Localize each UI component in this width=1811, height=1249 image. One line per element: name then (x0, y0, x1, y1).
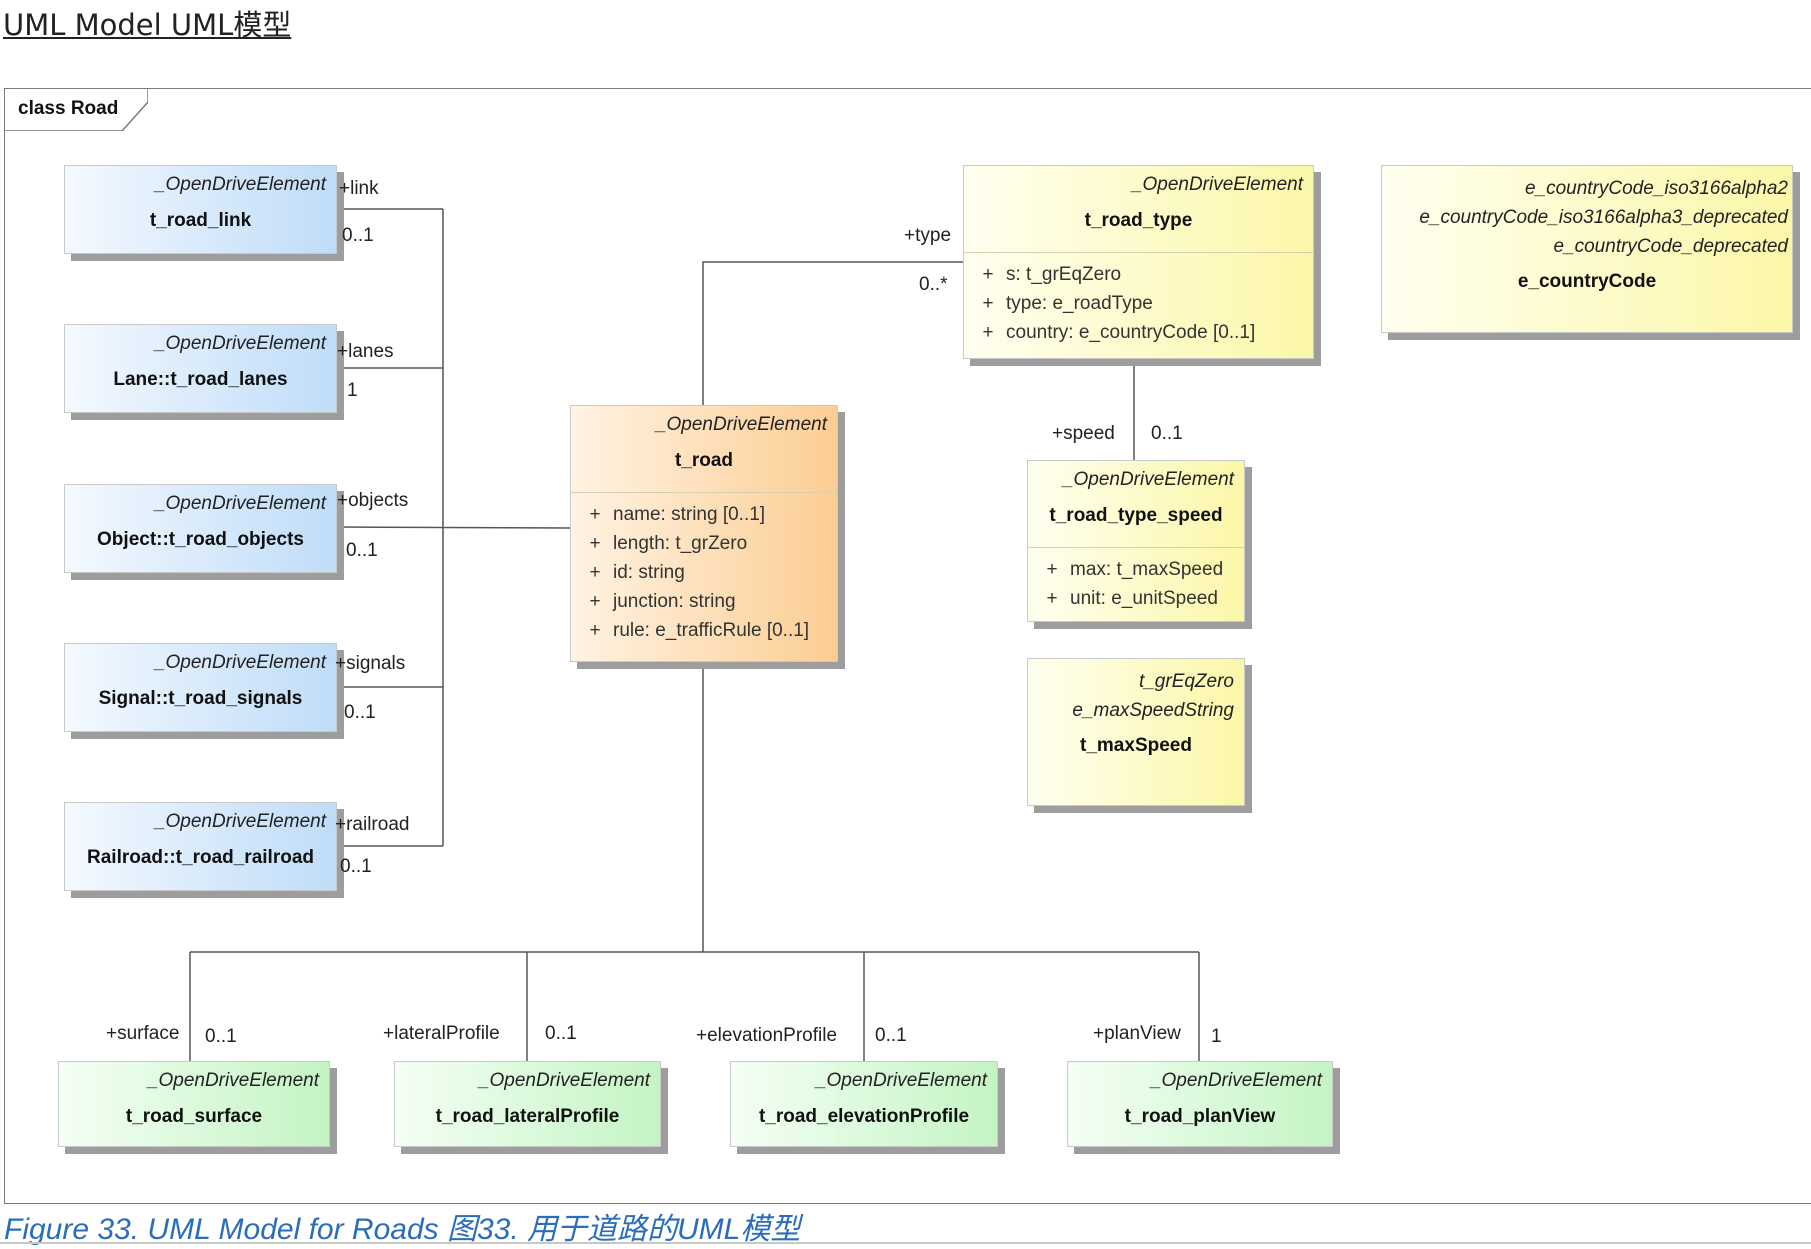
mult-elevation-profile: 0..1 (875, 1025, 907, 1046)
class-name: t_maxSpeed (1080, 735, 1192, 756)
type-line (702, 261, 963, 405)
stereotype-label: _OpenDriveElement (478, 1070, 650, 1091)
objects-line (336, 526, 571, 529)
page-title: UML Model UML模型 (3, 8, 292, 42)
class-road-elevation-profile[interactable]: _OpenDriveElement t_road_elevationProfil… (730, 1061, 998, 1147)
stereotype-label: e_countryCode_iso3166alpha3_deprecated (1419, 207, 1788, 228)
class-road-railroad[interactable]: _OpenDriveElement Railroad::t_road_railr… (64, 802, 337, 891)
role-link: +link (339, 178, 379, 199)
role-speed: +speed (1052, 423, 1115, 444)
class-road-type[interactable]: _OpenDriveElement t_road_type +s: t_grEq… (963, 165, 1314, 359)
class-name: t_road_elevationProfile (758, 1106, 970, 1127)
role-railroad: +railroad (335, 814, 410, 835)
role-objects: +objects (337, 490, 409, 511)
class-name: t_road_planView (1124, 1106, 1276, 1127)
mult-railroad: 0..1 (340, 856, 372, 877)
class-country-code[interactable]: e_countryCode_iso3166alpha2 e_countryCod… (1381, 165, 1793, 333)
bottom-divider (0, 1242, 1811, 1244)
class-name: t_road_type_speed (1049, 505, 1223, 526)
diagram-frame (4, 88, 1811, 1204)
stereotype-label: _OpenDriveElement (154, 174, 326, 195)
class-road-lanes[interactable]: _OpenDriveElement Lane::t_road_lanes (64, 324, 337, 413)
stereotype-list: e_countryCode_iso3166alpha2 e_countryCod… (1382, 166, 1792, 261)
class-name: Lane::t_road_lanes (113, 369, 288, 390)
class-name: e_countryCode (1517, 271, 1657, 292)
stereotype-label: _OpenDriveElement (1062, 469, 1234, 490)
attribute-row: +country: e_countryCode [0..1] (982, 322, 1256, 343)
mult-lanes: 1 (347, 380, 358, 401)
attribute-row: +junction: string (589, 591, 736, 612)
frame-label: class Road (18, 98, 119, 119)
class-road-type-speed[interactable]: _OpenDriveElement t_road_type_speed +max… (1027, 460, 1245, 622)
class-name: t_road_lateralProfile (435, 1106, 620, 1127)
mult-surface: 0..1 (205, 1026, 237, 1047)
mult-signals: 0..1 (344, 702, 376, 723)
class-road-plan-view[interactable]: _OpenDriveElement t_road_planView (1067, 1061, 1333, 1147)
class-name: t_road (674, 450, 734, 471)
class-name: t_road_type (1084, 210, 1193, 231)
class-road-surface[interactable]: _OpenDriveElement t_road_surface (58, 1061, 330, 1147)
role-plan-view: +planView (1093, 1023, 1181, 1044)
mult-objects: 0..1 (346, 540, 378, 561)
class-name: t_road_surface (125, 1106, 263, 1127)
stereotype-label: _OpenDriveElement (154, 493, 326, 514)
attribute-row: +id: string (589, 562, 685, 583)
stereotype-label: e_countryCode_iso3166alpha2 (1524, 178, 1788, 199)
attribute-list: +s: t_grEqZero +type: e_roadType +countr… (964, 252, 1313, 347)
stereotype-label: _OpenDriveElement (154, 333, 326, 354)
mult-plan-view: 1 (1211, 1026, 1222, 1047)
stereotype-label: _OpenDriveElement (154, 811, 326, 832)
stereotype-label: _OpenDriveElement (655, 414, 827, 435)
attribute-list: +max: t_maxSpeed +unit: e_unitSpeed (1028, 547, 1244, 613)
attribute-row: +type: e_roadType (982, 293, 1153, 314)
frame-tab: class Road (4, 88, 148, 131)
role-type: +type (904, 225, 952, 246)
role-lateral-profile: +lateralProfile (383, 1023, 500, 1044)
class-road-lateral-profile[interactable]: _OpenDriveElement t_road_lateralProfile (394, 1061, 661, 1147)
stereotype-label: _OpenDriveElement (154, 652, 326, 673)
stereotype-label: t_grEqZero (1138, 671, 1234, 692)
stereotype-list: t_grEqZero e_maxSpeedString (1028, 659, 1244, 725)
class-name: Signal::t_road_signals (98, 688, 303, 709)
role-signals: +signals (335, 653, 406, 674)
class-road-signals[interactable]: _OpenDriveElement Signal::t_road_signals (64, 643, 337, 732)
stereotype-label: _OpenDriveElement (147, 1070, 319, 1091)
stereotype-label: e_maxSpeedString (1072, 700, 1234, 721)
mult-speed: 0..1 (1151, 423, 1183, 444)
attribute-row: +max: t_maxSpeed (1046, 559, 1224, 580)
class-road-link[interactable]: _OpenDriveElement t_road_link (64, 165, 337, 254)
class-name: Railroad::t_road_railroad (87, 847, 314, 868)
stereotype-label: _OpenDriveElement (1150, 1070, 1322, 1091)
mult-type: 0..* (919, 274, 948, 295)
stereotype-label: _OpenDriveElement (815, 1070, 987, 1091)
class-name: Object::t_road_objects (97, 529, 304, 550)
figure-caption: Figure 33. UML Model for Roads 图33. 用于道路… (4, 1213, 801, 1246)
class-max-speed[interactable]: t_grEqZero e_maxSpeedString t_maxSpeed (1027, 658, 1245, 806)
class-name: t_road_link (149, 210, 252, 231)
stereotype-label: e_countryCode_deprecated (1553, 236, 1788, 257)
mult-link: 0..1 (342, 225, 374, 246)
mult-lateral-profile: 0..1 (545, 1023, 577, 1044)
class-road-objects[interactable]: _OpenDriveElement Object::t_road_objects (64, 484, 337, 573)
class-road[interactable]: _OpenDriveElement t_road +name: string [… (570, 405, 838, 662)
role-surface: +surface (106, 1023, 180, 1044)
attribute-row: +length: t_grZero (589, 533, 748, 554)
role-elevation-profile: +elevationProfile (696, 1025, 838, 1046)
attribute-row: +unit: e_unitSpeed (1046, 588, 1218, 609)
stereotype-label: _OpenDriveElement (1131, 174, 1303, 195)
attribute-row: +name: string [0..1] (589, 504, 766, 525)
attribute-row: +rule: e_trafficRule [0..1] (589, 620, 810, 641)
attribute-row: +s: t_grEqZero (982, 264, 1122, 285)
attribute-list: +name: string [0..1] +length: t_grZero +… (571, 492, 837, 645)
role-lanes: +lanes (337, 341, 394, 362)
